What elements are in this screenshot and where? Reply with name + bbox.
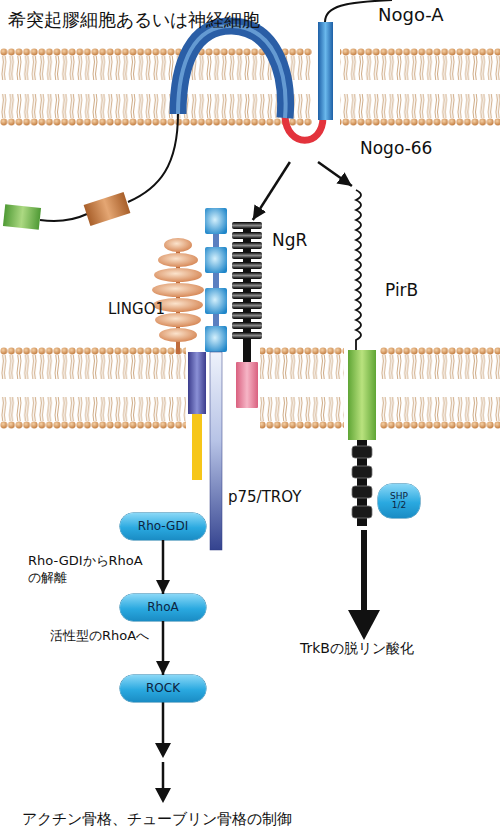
arrow-head <box>155 788 171 803</box>
signal-arrows <box>155 530 380 803</box>
receptor-box: NgR <box>228 220 308 415</box>
outcome-text: TrkBの脱リン酸化 <box>300 640 414 658</box>
crd-domain <box>205 247 227 273</box>
lrr-stripe <box>232 262 262 269</box>
signal-arrow <box>162 702 165 745</box>
ngr-protein <box>232 222 262 408</box>
protein-loop <box>178 26 286 118</box>
protein-name: PirB <box>385 280 418 300</box>
itim-motif <box>352 506 372 518</box>
signal-pill: Rho-GDI <box>120 513 206 540</box>
signal-pill: ROCK <box>120 675 206 702</box>
lrr-stripe <box>232 322 262 329</box>
crd-domain <box>205 288 227 314</box>
lrr-stripe <box>232 242 262 249</box>
lrr-domain <box>154 268 202 282</box>
lrr-domain <box>164 238 192 252</box>
receptor-box: PirB SHP 1/2 <box>340 186 425 530</box>
node-text: Rho-GDI <box>138 520 188 533</box>
domain-label-box: Nogo-66 <box>282 138 440 162</box>
receptor-tail <box>210 352 222 550</box>
lrr-stripe <box>232 282 262 289</box>
lipid-bilayer <box>260 347 344 429</box>
protein-chain <box>40 214 87 221</box>
lrr-domain <box>152 283 204 297</box>
edge-label: Rho-GDIからRhoA の解離 <box>28 553 163 587</box>
protein-name: NgR <box>272 230 307 250</box>
lrr-stripe <box>232 332 262 339</box>
outcome-text: アクチン骨格、チューブリン骨格の制御 <box>22 810 292 829</box>
edge-label: 活性型のRhoAへ <box>50 628 190 645</box>
lipid-bilayer <box>0 347 186 429</box>
signal-arrow <box>162 762 165 790</box>
intracellular-domain <box>192 414 202 480</box>
lipid-bilayer <box>380 347 500 429</box>
itim-motif <box>352 466 372 478</box>
p75-troy-protein <box>205 208 227 550</box>
crd-domain <box>205 326 227 352</box>
signal-arrow <box>162 621 165 675</box>
node-text: ROCK <box>146 682 180 695</box>
node-text: SHP 1/2 <box>384 492 414 511</box>
node-text: RhoA <box>147 601 179 614</box>
lrr-stripe <box>232 272 262 279</box>
protein-name: LINGO1 <box>108 300 165 318</box>
upper-membrane <box>0 48 500 126</box>
transmembrane-domain <box>348 350 376 440</box>
signal-arrow <box>318 162 352 186</box>
lrr-stripe <box>232 292 262 299</box>
protein-name: p75/TROY <box>228 488 301 506</box>
protein-name: Nogo-66 <box>360 138 432 158</box>
protein-loop-highlight <box>178 26 286 118</box>
gpi-anchor <box>236 362 258 408</box>
signal-arrow <box>162 540 165 594</box>
protein-name: Nogo-A <box>378 4 444 25</box>
lrr-domain <box>159 328 197 342</box>
phosphatase-pill: SHP 1/2 <box>378 484 420 518</box>
crd-domain <box>205 208 227 234</box>
lrr-stripe <box>232 252 262 259</box>
lipid-bilayer <box>0 48 312 126</box>
pirb-protein <box>348 190 376 526</box>
lrr-stripe <box>232 232 262 239</box>
itim-motif <box>352 446 372 458</box>
transmembrane-domain <box>318 22 333 120</box>
protein-chain <box>128 113 178 202</box>
arrow-head <box>155 743 171 758</box>
cell-caption: 希突起膠細胞あるいは神経細胞 <box>8 8 260 32</box>
nogo-66-loop <box>285 117 323 140</box>
lrr-stripe <box>232 222 262 229</box>
signal-pill: RhoA <box>120 594 206 621</box>
lrr-domain <box>158 253 198 267</box>
lrr-stripe <box>232 302 262 309</box>
arrow-head <box>348 610 380 640</box>
protein-domain <box>3 204 41 230</box>
signal-arrow <box>253 162 290 220</box>
ig-domains <box>356 190 361 350</box>
lipid-bilayer <box>340 48 500 126</box>
lingo1-protein <box>152 238 206 480</box>
lrr-stripe <box>232 312 262 319</box>
signal-arrow <box>361 530 367 612</box>
itim-motif <box>352 486 372 498</box>
nogo-a-protein <box>3 0 392 230</box>
protein-domain <box>84 192 131 226</box>
transmembrane-domain <box>188 352 206 414</box>
